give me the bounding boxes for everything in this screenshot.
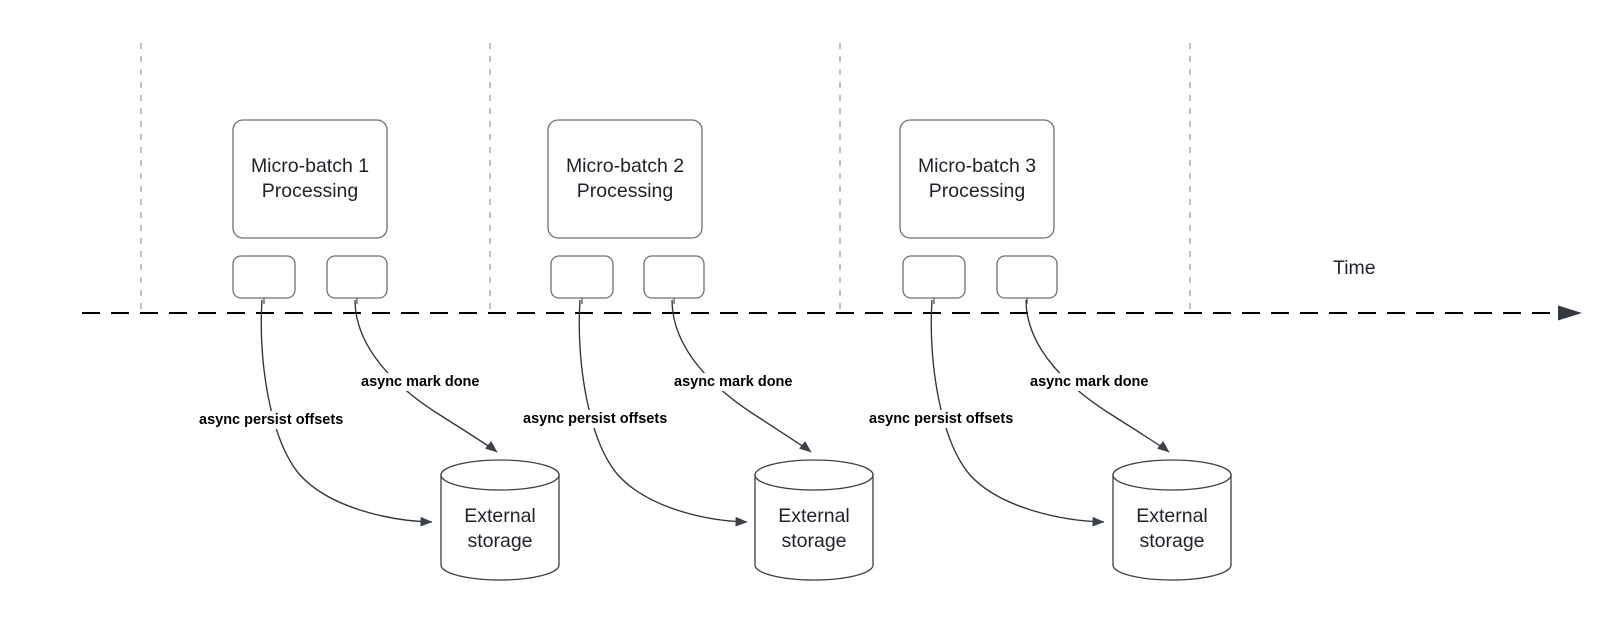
edge-label-backdrop xyxy=(196,411,374,429)
micro-batch-process-box[interactable] xyxy=(547,119,703,239)
edge-label-async-persist-offsets: async persist offsets xyxy=(523,411,667,427)
edge-label-backdrop xyxy=(1027,373,1156,391)
time-axis-arrowhead-icon xyxy=(1558,305,1582,321)
edge-label-async-persist-offsets: async persist offsets xyxy=(869,411,1013,427)
micro-batch-process-label-line1: Micro-batch 2 xyxy=(566,155,684,177)
external-storage-label-line2: storage xyxy=(467,530,532,552)
flow-arrow-async-mark-done xyxy=(1025,299,1170,453)
task-mark-done-box[interactable] xyxy=(643,255,705,299)
edge-label-async-mark-done: async mark done xyxy=(361,374,479,390)
edge-label-async-persist-offsets: async persist offsets xyxy=(199,412,343,428)
task-persist-box[interactable] xyxy=(550,255,614,299)
flow-arrow-async-persist-offsets xyxy=(260,299,433,527)
flow-arrow-async-mark-done xyxy=(671,299,812,453)
flow-arrow-async-persist-offsets xyxy=(578,299,748,527)
flow-arrow-async-persist-offsets xyxy=(930,299,1105,527)
external-storage-label-line2: storage xyxy=(781,530,846,552)
external-storage-label-line1: External xyxy=(1136,505,1208,527)
micro-batch-process-box[interactable] xyxy=(232,119,388,239)
task-mark-done-box[interactable] xyxy=(996,255,1058,299)
external-storage-cylinder-top xyxy=(1112,459,1232,491)
external-storage-cylinder-body[interactable] xyxy=(440,474,560,581)
edge-label-backdrop xyxy=(358,373,487,391)
micro-batch-process-label-line2: Processing xyxy=(577,180,673,202)
time-axis-label: Time xyxy=(1333,257,1376,279)
edge-label-async-mark-done: async mark done xyxy=(1030,374,1148,390)
external-storage-cylinder-body[interactable] xyxy=(754,474,874,581)
external-storage-label-line1: External xyxy=(778,505,850,527)
external-storage-label-line1: External xyxy=(464,505,536,527)
task-mark-done-box[interactable] xyxy=(326,255,388,299)
task-persist-box[interactable] xyxy=(232,255,296,299)
external-storage-cylinder-body[interactable] xyxy=(1112,474,1232,581)
edge-label-backdrop xyxy=(671,373,800,391)
external-storage-label-line2: storage xyxy=(1139,530,1204,552)
external-storage-cylinder-top xyxy=(440,459,560,491)
micro-batch-process-label-line2: Processing xyxy=(262,180,358,202)
task-persist-box[interactable] xyxy=(902,255,966,299)
edge-label-async-mark-done: async mark done xyxy=(674,374,792,390)
edge-label-backdrop xyxy=(520,410,698,428)
external-storage-cylinder-top xyxy=(754,459,874,491)
edge-label-backdrop xyxy=(866,410,1044,428)
flow-arrow-async-mark-done xyxy=(354,299,498,453)
micro-batch-process-label-line2: Processing xyxy=(929,180,1025,202)
micro-batch-process-box[interactable] xyxy=(899,119,1055,239)
micro-batch-process-label-line1: Micro-batch 3 xyxy=(918,155,1036,177)
micro-batch-process-label-line1: Micro-batch 1 xyxy=(251,155,369,177)
